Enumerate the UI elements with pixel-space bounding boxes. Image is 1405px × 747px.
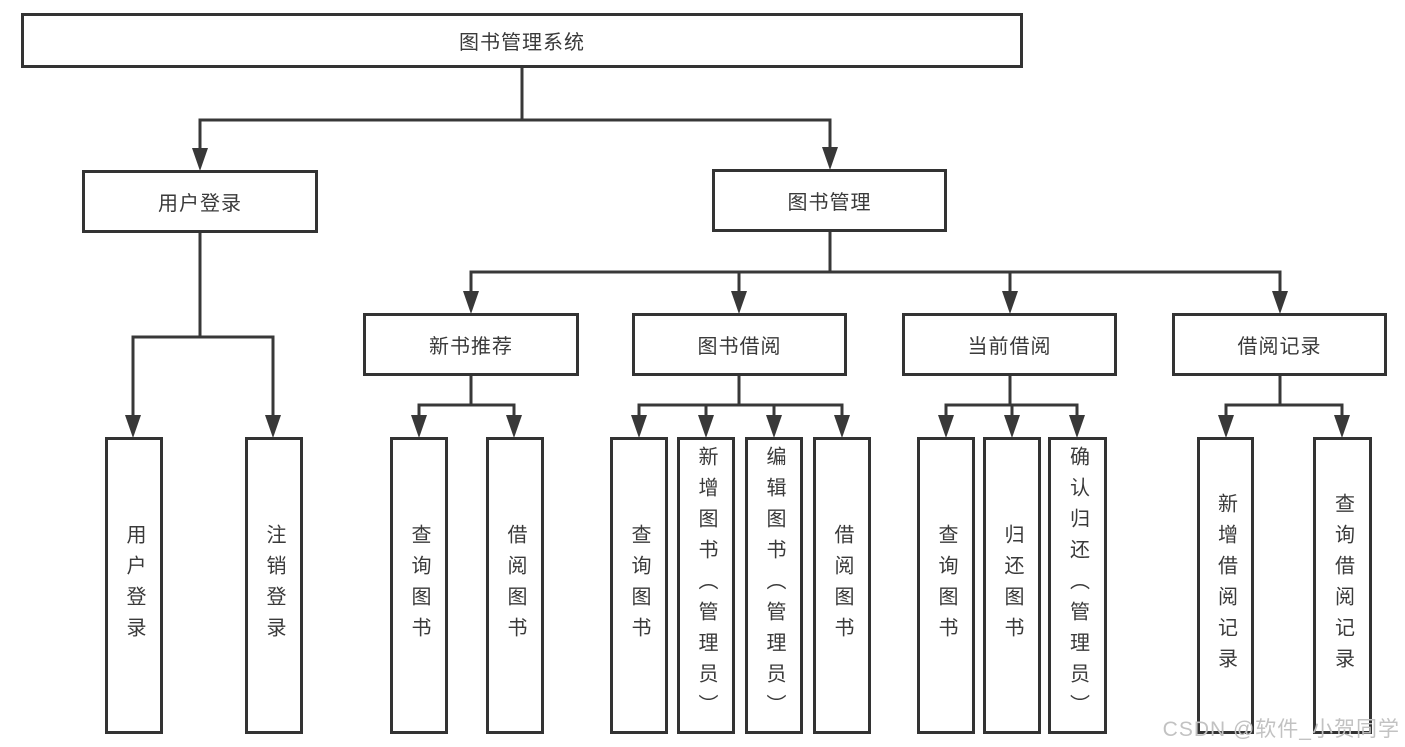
csdn-watermark: CSDN @软件_小贺同学 (1162, 718, 1400, 741)
node-borrowing-records: 借阅记录 (1172, 313, 1387, 376)
node-label: 当前借阅 (967, 336, 1052, 358)
node-user-login: 用户登录 (82, 170, 318, 233)
node-leaf-query-books-recommend: 查询图书 (390, 437, 448, 734)
node-label: 新增图书（管理员） (695, 446, 717, 725)
node-leaf-confirm-return-admin: 确认归还（管理员） (1048, 437, 1107, 734)
node-leaf-add-borrow-record: 新增借阅记录 (1197, 437, 1254, 734)
node-label: 借阅记录 (1237, 336, 1322, 358)
node-leaf-borrow-books-recommend: 借阅图书 (486, 437, 544, 734)
node-leaf-query-borrow-record: 查询借阅记录 (1313, 437, 1372, 734)
node-label: 用户登录 (158, 193, 242, 215)
node-leaf-borrow-books: 借阅图书 (813, 437, 871, 734)
node-label: 归还图书 (1001, 523, 1023, 648)
node-leaf-add-books-admin: 新增图书（管理员） (677, 437, 735, 734)
node-system-root: 图书管理系统 (21, 13, 1023, 68)
node-label: 查询图书 (935, 523, 957, 648)
node-leaf-query-books-current: 查询图书 (917, 437, 975, 734)
node-label: 图书借阅 (697, 336, 782, 358)
node-label: 编辑图书（管理员） (763, 446, 785, 725)
node-label: 确认归还（管理员） (1066, 446, 1089, 725)
node-leaf-edit-books-admin: 编辑图书（管理员） (745, 437, 803, 734)
node-label: 新书推荐 (429, 336, 513, 358)
node-leaf-query-books-borrow: 查询图书 (610, 437, 668, 734)
node-label: 新增借阅记录 (1214, 492, 1237, 679)
node-label: 查询图书 (408, 523, 430, 648)
node-book-borrowing: 图书借阅 (632, 313, 847, 376)
node-label: 借阅图书 (504, 523, 526, 648)
node-leaf-return-books: 归还图书 (983, 437, 1041, 734)
node-leaf-user-login: 用户登录 (105, 437, 163, 734)
node-book-management: 图书管理 (712, 169, 947, 232)
arrowheads (125, 147, 1350, 438)
node-label: 用户登录 (123, 523, 145, 648)
node-new-book-recommendation: 新书推荐 (363, 313, 579, 376)
node-label: 查询图书 (628, 523, 650, 648)
node-label: 图书管理系统 (459, 32, 585, 54)
node-label: 查询借阅记录 (1331, 492, 1354, 679)
node-label: 借阅图书 (831, 523, 853, 648)
node-leaf-logout: 注销登录 (245, 437, 303, 734)
node-current-borrowing: 当前借阅 (902, 313, 1117, 376)
node-label: 注销登录 (263, 523, 285, 648)
node-label: 图书管理 (787, 192, 872, 214)
